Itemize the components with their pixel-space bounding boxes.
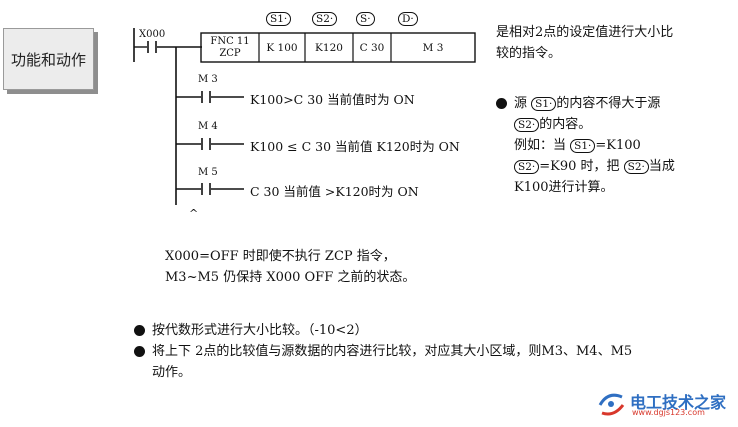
off-note-line-1: X000=OFF 时即使不执行 ZCP 指令， — [165, 249, 396, 264]
fnc-mnemonic: ZCP — [219, 47, 241, 59]
bottom-bullets: 按代数形式进行大小比较。（-10<2） 将上下 2点的比较值与源数据的内容进行比… — [134, 320, 674, 383]
coil-label-m4: M 4 — [198, 121, 218, 132]
operand-s2: K120 — [315, 41, 343, 54]
output-row-m5 — [176, 183, 244, 195]
operand-tag-s1: S1· — [531, 96, 557, 111]
description-line-1: 是相对2点的设定值进行大小比 — [496, 25, 674, 40]
operand-tag-s2: S2· — [514, 159, 540, 174]
source-note: 源 S1·的内容不得大于源 S2·的内容。 例如：当 S1·=K100 S2·=… — [496, 93, 736, 198]
bullet-text-2: 将上下 2点的比较值与源数据的内容进行比较，对应其大小区域，则M3、M4、M5 — [152, 344, 633, 359]
operand-tag-s1: S1· — [266, 12, 292, 26]
operand-tag-s2: S2· — [623, 159, 649, 174]
description-line-2: 较的指令。 — [496, 46, 562, 61]
right-description: 是相对2点的设定值进行大小比 较的指令。 — [496, 22, 673, 64]
section-label: 功能和动作 — [3, 28, 94, 90]
fnc-cell: FNC 11 ZCP — [202, 33, 258, 62]
output-row-m4 — [176, 138, 244, 150]
bullet-icon — [134, 325, 145, 336]
watermark-name: 电工技术之家 — [630, 393, 727, 412]
zcp-instruction-box — [200, 32, 476, 63]
operand-tag-s2: S2· — [312, 12, 338, 26]
x000-label: X000 — [139, 29, 166, 40]
fnc-number: FNC 11 — [210, 35, 250, 47]
off-note-line-2: M3~M5 仍保持 X000 OFF 之前的状态。 — [165, 270, 416, 285]
output-row-m3 — [176, 91, 244, 103]
operand-tag-s: S· — [356, 12, 375, 26]
rail-caret: ^ — [189, 207, 199, 220]
site-watermark: 电工技术之家 www.dgjs123.com — [596, 389, 726, 419]
operand-s: C 30 — [359, 41, 385, 54]
operand-tag-s1: S1· — [570, 138, 596, 153]
output-text-m4: K100 ≤ C 30 当前值 K120时为 ON — [250, 139, 460, 154]
bullet-icon — [496, 98, 507, 109]
coil-label-m5: M 5 — [198, 167, 218, 178]
coil-label-m3: M 3 — [198, 74, 218, 85]
output-text-m3: K100>C 30 当前值时为 ON — [250, 92, 415, 107]
bullet-text-3: 动作。 — [152, 365, 192, 380]
watermark-url: www.dgjs123.com — [632, 408, 705, 417]
operand-s1: K 100 — [266, 41, 298, 54]
off-state-note: X000=OFF 时即使不执行 ZCP 指令， M3~M5 仍保持 X000 O… — [165, 246, 415, 288]
output-text-m5: C 30 当前值 >K120时为 ON — [250, 184, 419, 199]
operand-d: M 3 — [422, 41, 444, 54]
bullet-icon — [134, 346, 145, 357]
note-line-5: K100进行计算。 — [514, 180, 614, 195]
bullet-text-1: 按代数形式进行大小比较。（-10<2） — [152, 323, 368, 338]
section-label-text: 功能和动作 — [10, 50, 86, 69]
watermark-logo-icon — [598, 393, 625, 416]
operand-tag-s2: S2· — [514, 117, 540, 132]
operand-tag-d: D· — [398, 12, 418, 26]
